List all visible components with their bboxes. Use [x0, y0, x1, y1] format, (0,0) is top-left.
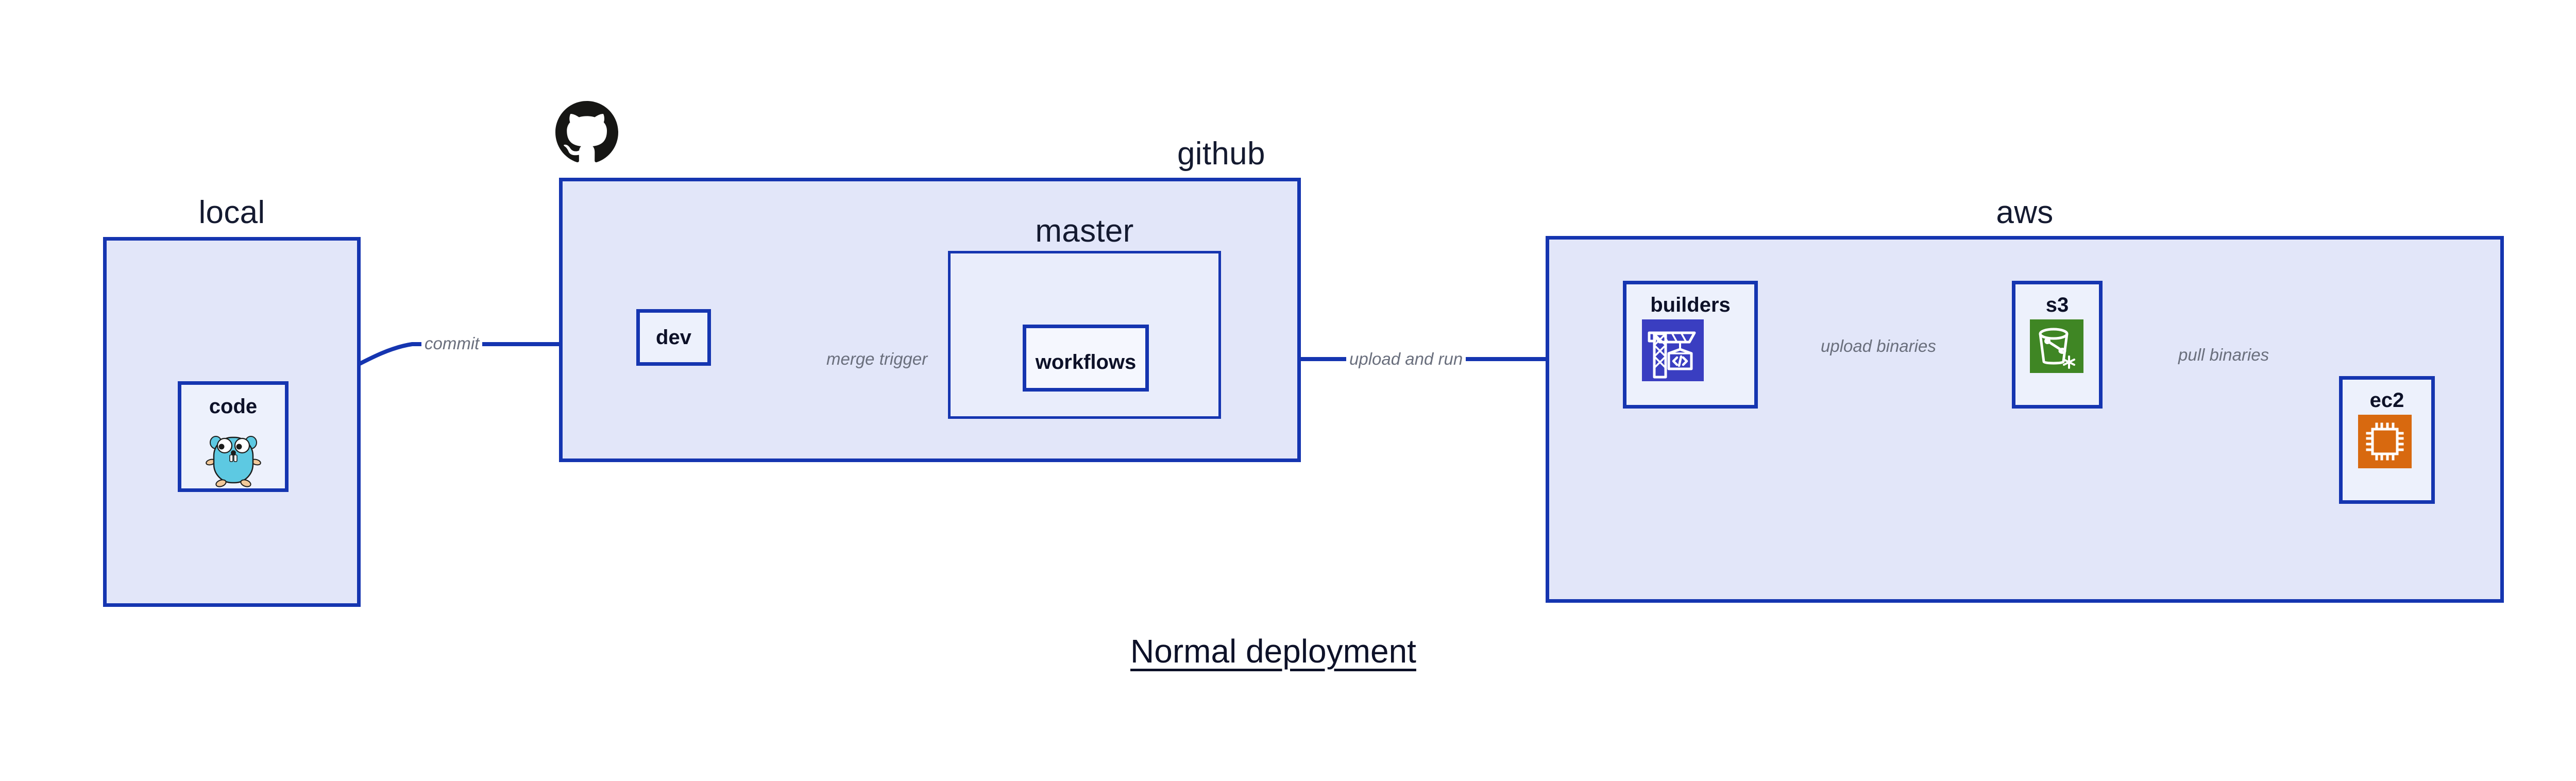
edge-label-commit: commit: [421, 335, 483, 352]
aws-ec2-chip-icon: [2358, 415, 2412, 468]
aws-s3-bucket-icon: [2030, 319, 2083, 373]
node-label-code: code: [209, 395, 258, 418]
go-gopher-icon: [205, 430, 261, 488]
node-s3[interactable]: s3: [2012, 281, 2103, 409]
node-label-builders: builders: [1650, 294, 1731, 316]
node-label-workflows: workflows: [1035, 351, 1137, 373]
edge-label-upload-binaries: upload binaries: [1818, 337, 1939, 354]
edge-label-upload-and-run: upload and run: [1346, 350, 1466, 367]
edge-label-merge-trigger: merge trigger: [823, 350, 931, 367]
group-label-aws: aws: [1996, 195, 2054, 230]
page-title: Normal deployment: [1130, 633, 1416, 670]
node-label-s3: s3: [2045, 294, 2069, 316]
group-label-github: github: [1177, 136, 1265, 172]
node-workflows[interactable]: workflows: [1023, 325, 1149, 392]
node-label-ec2: ec2: [2369, 389, 2404, 412]
node-code[interactable]: code: [178, 381, 289, 492]
node-ec2[interactable]: ec2: [2339, 376, 2435, 504]
subgroup-label-master: master: [1035, 213, 1134, 249]
github-octocat-logo: [555, 101, 618, 164]
node-label-dev: dev: [656, 326, 691, 349]
node-builders[interactable]: builders: [1623, 281, 1758, 409]
node-dev[interactable]: dev: [636, 309, 711, 366]
group-label-local: local: [198, 195, 265, 230]
edge-label-pull-binaries: pull binaries: [2175, 346, 2273, 363]
aws-codebuild-icon: [1642, 319, 1704, 381]
